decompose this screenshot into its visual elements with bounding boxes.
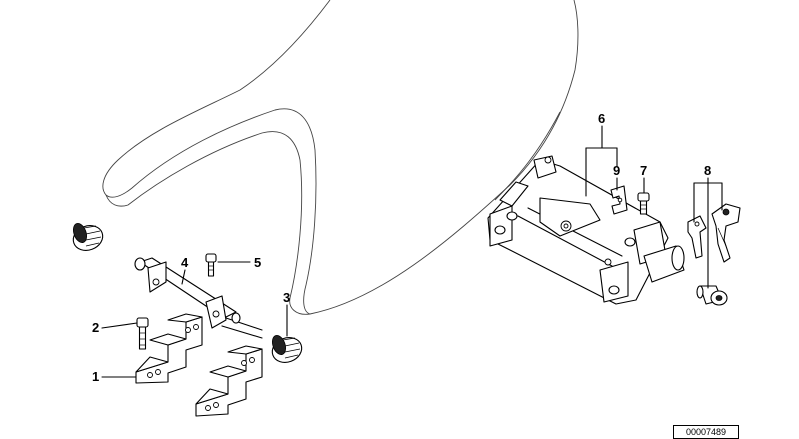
screw-5 (205, 253, 217, 277)
shaft-lever (134, 257, 263, 339)
bracket-left (135, 313, 203, 384)
callout-8: 8 (704, 163, 712, 178)
callout-1: 1 (92, 369, 100, 384)
seat-outline (102, 0, 579, 315)
callout-6: 6 (598, 111, 606, 126)
bolt-2 (136, 317, 149, 350)
knob-right (271, 334, 303, 363)
key-right (711, 203, 741, 263)
reference-number: 00007489 (673, 425, 739, 439)
lock-cylinder (696, 285, 728, 306)
callout-5: 5 (254, 255, 262, 270)
callout-7: 7 (640, 163, 648, 178)
knob-left (72, 222, 104, 251)
leader-lines (101, 125, 723, 378)
key-left (687, 215, 707, 259)
callout-4: 4 (181, 255, 189, 270)
callout-3: 3 (283, 290, 291, 305)
lock-frame (487, 155, 685, 305)
bracket-right (195, 345, 263, 417)
callout-2: 2 (92, 320, 100, 335)
callout-9: 9 (613, 163, 621, 178)
clip-9 (610, 185, 628, 215)
